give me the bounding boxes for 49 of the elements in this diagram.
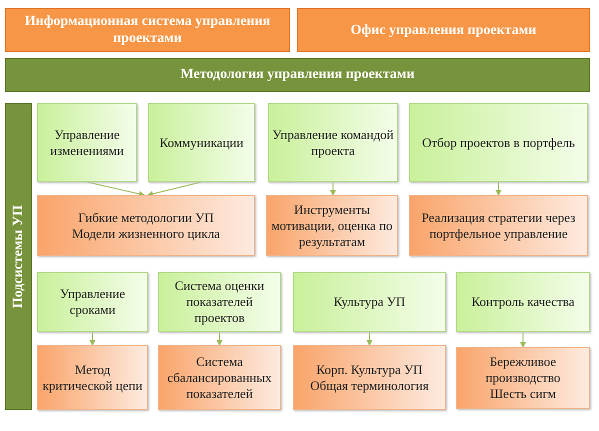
tool-box — [158, 345, 281, 410]
node-label: Информационная система управления проектами — [24, 13, 272, 47]
tool-box — [456, 347, 590, 409]
node-label: Коммуникации — [160, 134, 244, 150]
node-label: Инструменты мотивации, оценка по результатам — [270, 202, 394, 250]
node-label: Методология управления проектами — [180, 67, 415, 83]
subsystem-box — [268, 103, 398, 182]
node-label: Культура УП — [334, 294, 406, 310]
arrow — [86, 182, 145, 197]
tool-box — [266, 195, 398, 256]
node-label: Корп. Культура УП — [316, 362, 423, 378]
node-label: Реализация стратегии через портфельное управление — [420, 210, 576, 242]
header-box — [297, 8, 590, 52]
arrow — [147, 182, 202, 197]
arrow — [496, 182, 502, 196]
node-label: Шесть сигм — [490, 386, 556, 402]
tool-box — [409, 195, 588, 256]
subsystem-box — [456, 272, 590, 332]
tool-box — [293, 345, 446, 410]
node-label: Контроль качества — [471, 294, 574, 310]
node-label: Общая терминология — [310, 378, 429, 394]
node-label: Метод критической цепи — [42, 362, 144, 394]
node-label: Офис управления проектами — [350, 22, 536, 38]
subsystem-box — [293, 272, 446, 332]
node-label: Управление сроками — [58, 286, 126, 318]
node-label: Система оценки показателей проектов — [174, 278, 266, 326]
header-box — [5, 8, 290, 52]
tool-box — [37, 345, 148, 410]
subsystem-box — [158, 272, 281, 332]
tool-box — [37, 195, 255, 256]
subsystem-box — [37, 272, 148, 332]
subsystem-box — [37, 103, 137, 182]
methodology-band — [5, 58, 590, 92]
node-label: Подсистемы УП — [10, 204, 26, 308]
arrow — [330, 182, 336, 196]
node-label: Отбор проектов в портфель — [422, 134, 575, 150]
arrow — [216, 332, 222, 346]
arrow — [520, 332, 526, 348]
node-label: Модели жизненного цикла — [72, 226, 220, 242]
subsystem-box — [409, 103, 588, 182]
node-label: Бережливое производство — [484, 354, 562, 386]
subsystem-box — [148, 103, 255, 182]
arrow — [90, 332, 96, 346]
node-label: Система сбалансированных показателей — [166, 354, 273, 402]
node-label: Управление изменениями — [49, 126, 125, 158]
arrow — [366, 332, 372, 346]
node-label: Гибкие методологии УП — [78, 210, 214, 226]
side-band — [5, 103, 32, 410]
node-label: Управление командой проекта — [272, 126, 394, 158]
